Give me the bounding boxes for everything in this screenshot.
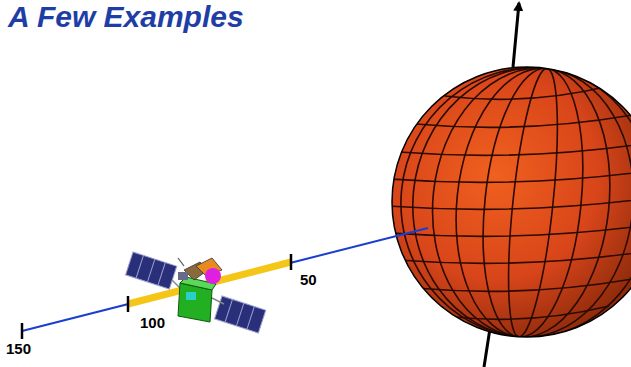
planet [388,55,631,351]
distance-label: 150 [6,340,31,357]
rotation-axis [513,3,519,67]
slide-title: A Few Examples [8,0,244,34]
spacecraft [126,252,266,333]
distance-tick [290,254,293,270]
distance-label: 100 [140,314,165,331]
distance-label: 50 [300,271,317,288]
distance-tick [21,323,24,339]
distance-tick [127,296,130,312]
